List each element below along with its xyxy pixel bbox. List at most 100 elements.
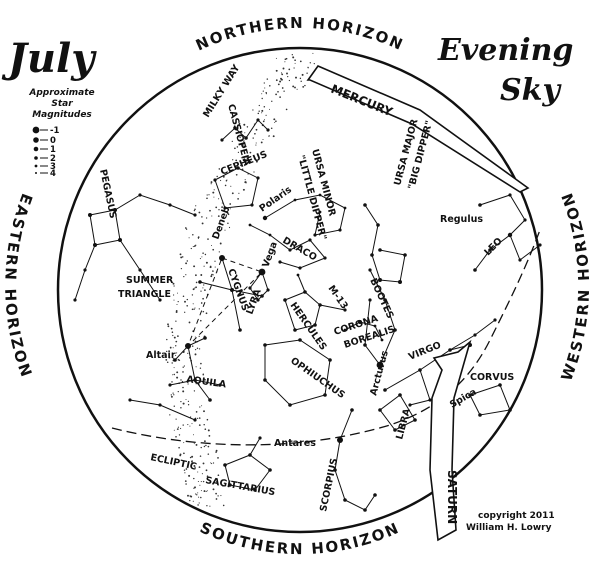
milky-way-dot — [206, 194, 208, 196]
milky-way-dot — [179, 253, 182, 256]
milky-way-dot — [185, 398, 187, 401]
milky-way-dot — [221, 206, 223, 208]
milky-way-dot — [204, 440, 206, 443]
star — [383, 388, 387, 392]
milky-way-dot — [186, 298, 189, 301]
star — [318, 210, 322, 214]
milky-way-dot — [240, 164, 242, 167]
month-title: July — [1, 35, 97, 82]
milky-way-dot — [175, 320, 177, 322]
milky-way-dot — [183, 469, 186, 471]
milky-way-dot — [296, 88, 298, 90]
milky-way-dot — [226, 179, 228, 181]
milky-way-dot — [189, 499, 191, 502]
star — [363, 203, 367, 207]
milky-way-dot — [244, 132, 246, 134]
star — [343, 206, 347, 210]
milky-way-dot — [275, 57, 277, 59]
milky-way-dot — [218, 209, 220, 211]
milky-way-dot — [205, 490, 207, 492]
star — [113, 208, 117, 212]
milky-way-dot — [191, 308, 194, 311]
milky-way-dot — [183, 365, 185, 367]
milky-way-dot — [270, 127, 273, 129]
star — [248, 453, 252, 457]
milky-way-dot — [198, 308, 200, 310]
milky-way-dot — [208, 194, 210, 196]
milky-way-dot — [213, 196, 215, 198]
milky-way-dot — [261, 109, 264, 112]
milky-way-dot — [265, 93, 267, 95]
copyright-line-2: William H. Lowry — [466, 523, 552, 533]
star — [358, 320, 362, 324]
milky-way-dot — [202, 310, 205, 313]
star — [93, 243, 97, 247]
milky-way-dot — [194, 353, 197, 356]
milky-way-dot — [210, 244, 213, 247]
milky-way-dot — [309, 62, 311, 64]
milky-way-dot — [217, 474, 220, 476]
milky-way-dot — [214, 260, 216, 262]
sky-circle — [56, 46, 544, 534]
star — [250, 203, 254, 207]
star — [283, 298, 287, 302]
milky-way-dot — [240, 157, 242, 159]
milky-way-dot — [171, 381, 173, 383]
milky-way-dot — [299, 77, 302, 80]
milky-way-dot — [255, 144, 257, 146]
milky-way-dot — [169, 414, 171, 416]
milky-way-dot — [262, 90, 264, 92]
milky-way-dot — [170, 346, 172, 348]
milky-way-dot — [205, 444, 207, 447]
milky-way-dot — [195, 244, 197, 246]
star — [473, 333, 477, 337]
milky-way-dot — [217, 215, 220, 217]
star — [298, 266, 302, 270]
milky-way-dot — [212, 488, 215, 491]
milky-way-dot — [193, 443, 195, 445]
star — [213, 178, 217, 182]
milky-way-dot — [185, 468, 188, 470]
milky-way-dot — [262, 138, 264, 141]
milky-way-dot — [206, 475, 209, 478]
milky-way-dot — [275, 120, 277, 122]
milky-way-dot — [195, 383, 197, 385]
legend-mag-m1: -1 — [50, 126, 60, 136]
star — [508, 193, 512, 197]
star — [293, 328, 297, 332]
milky-way-dot — [198, 417, 201, 419]
milky-way-dot — [206, 490, 208, 492]
western-horizon-label: WESTERN HORIZON — [557, 189, 593, 383]
star — [337, 437, 343, 443]
milky-way-dot — [166, 361, 169, 363]
milky-way-dot — [175, 340, 178, 343]
milky-way-dot — [173, 367, 175, 369]
star — [230, 288, 234, 292]
star — [383, 298, 387, 302]
milky-way-dot — [198, 466, 201, 468]
milky-way-dot — [220, 179, 222, 182]
label-antares: Antares — [274, 438, 316, 449]
milky-way-dot — [191, 345, 194, 347]
milky-way-dot — [263, 82, 265, 84]
star — [408, 403, 412, 407]
milky-way-dot — [194, 348, 197, 351]
milky-way-dot — [243, 140, 245, 142]
milky-way-dot — [295, 76, 297, 79]
milky-way-dot — [172, 353, 174, 355]
milky-way-dot — [202, 373, 205, 375]
milky-way-dot — [192, 288, 195, 291]
saturn-label: SATURN — [445, 470, 459, 524]
milky-way-dot — [193, 390, 196, 392]
milky-way-dot — [287, 75, 289, 78]
star — [228, 483, 232, 487]
milky-way-dot — [177, 335, 179, 337]
milky-way-dot — [215, 449, 218, 452]
star — [218, 383, 222, 387]
star — [318, 193, 322, 197]
milky-way-dot — [215, 498, 218, 500]
star — [288, 403, 292, 407]
milky-way-dot — [205, 312, 208, 315]
milky-way-dot — [180, 400, 182, 403]
milky-way-dot — [170, 394, 172, 396]
